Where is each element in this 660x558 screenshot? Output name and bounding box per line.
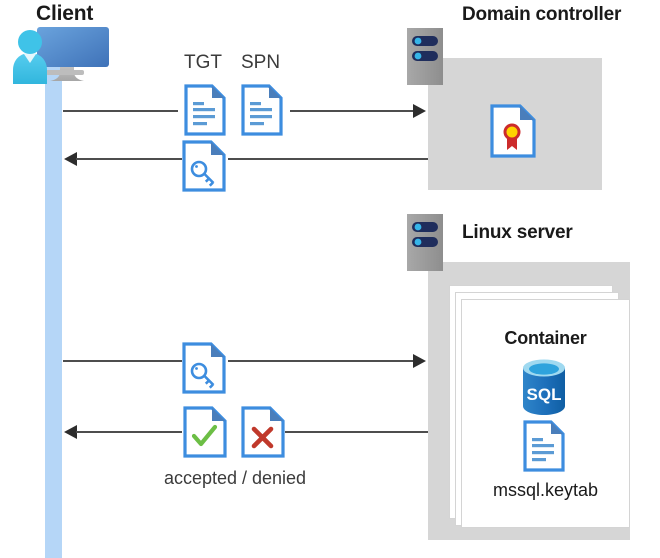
tgt-document-icon — [184, 84, 226, 136]
spn-document-icon — [241, 84, 283, 136]
client-title: Client — [36, 2, 94, 25]
flow-client-to-dc-line-left — [63, 110, 178, 112]
flow-dc-to-client-arrowhead — [64, 152, 77, 166]
flow-client-to-linux-line-left — [63, 360, 182, 362]
ticket-key-document-icon — [182, 140, 226, 192]
flow-client-to-linux-arrowhead — [413, 354, 426, 368]
flow-client-to-dc-arrowhead — [413, 104, 426, 118]
flow-client-to-linux-line-right — [228, 360, 415, 362]
accepted-denied-label: accepted / denied — [163, 468, 307, 488]
flow-dc-to-client-line-left — [76, 158, 182, 160]
sql-database-icon: SQL — [518, 358, 570, 416]
certificate-document-icon — [490, 104, 536, 158]
svg-text:SQL: SQL — [527, 385, 562, 404]
container-title: Container — [504, 328, 587, 348]
spn-label: SPN — [241, 52, 281, 73]
linux-server-title: Linux server — [462, 222, 573, 243]
domain-controller-title: Domain controller — [462, 4, 622, 25]
client-lifeline — [45, 66, 62, 558]
keytab-filename-label: mssql.keytab — [492, 480, 599, 500]
flow-client-to-dc-line-right — [290, 110, 415, 112]
accepted-document-icon — [183, 406, 227, 458]
flow-dc-to-client-line-right — [228, 158, 428, 160]
keytab-document-icon — [523, 420, 565, 472]
client-workstation-icon — [8, 24, 118, 86]
flow-linux-to-client-line-right — [285, 431, 428, 433]
container-card: Container SQL — [461, 299, 630, 528]
denied-document-icon — [241, 406, 285, 458]
server-rack-icon — [407, 28, 443, 85]
tgt-label: TGT — [184, 52, 222, 73]
flow-linux-to-client-line-left — [76, 431, 182, 433]
present-ticket-key-document-icon — [182, 342, 226, 394]
flow-linux-to-client-arrowhead — [64, 425, 77, 439]
server-rack-icon — [407, 214, 443, 271]
